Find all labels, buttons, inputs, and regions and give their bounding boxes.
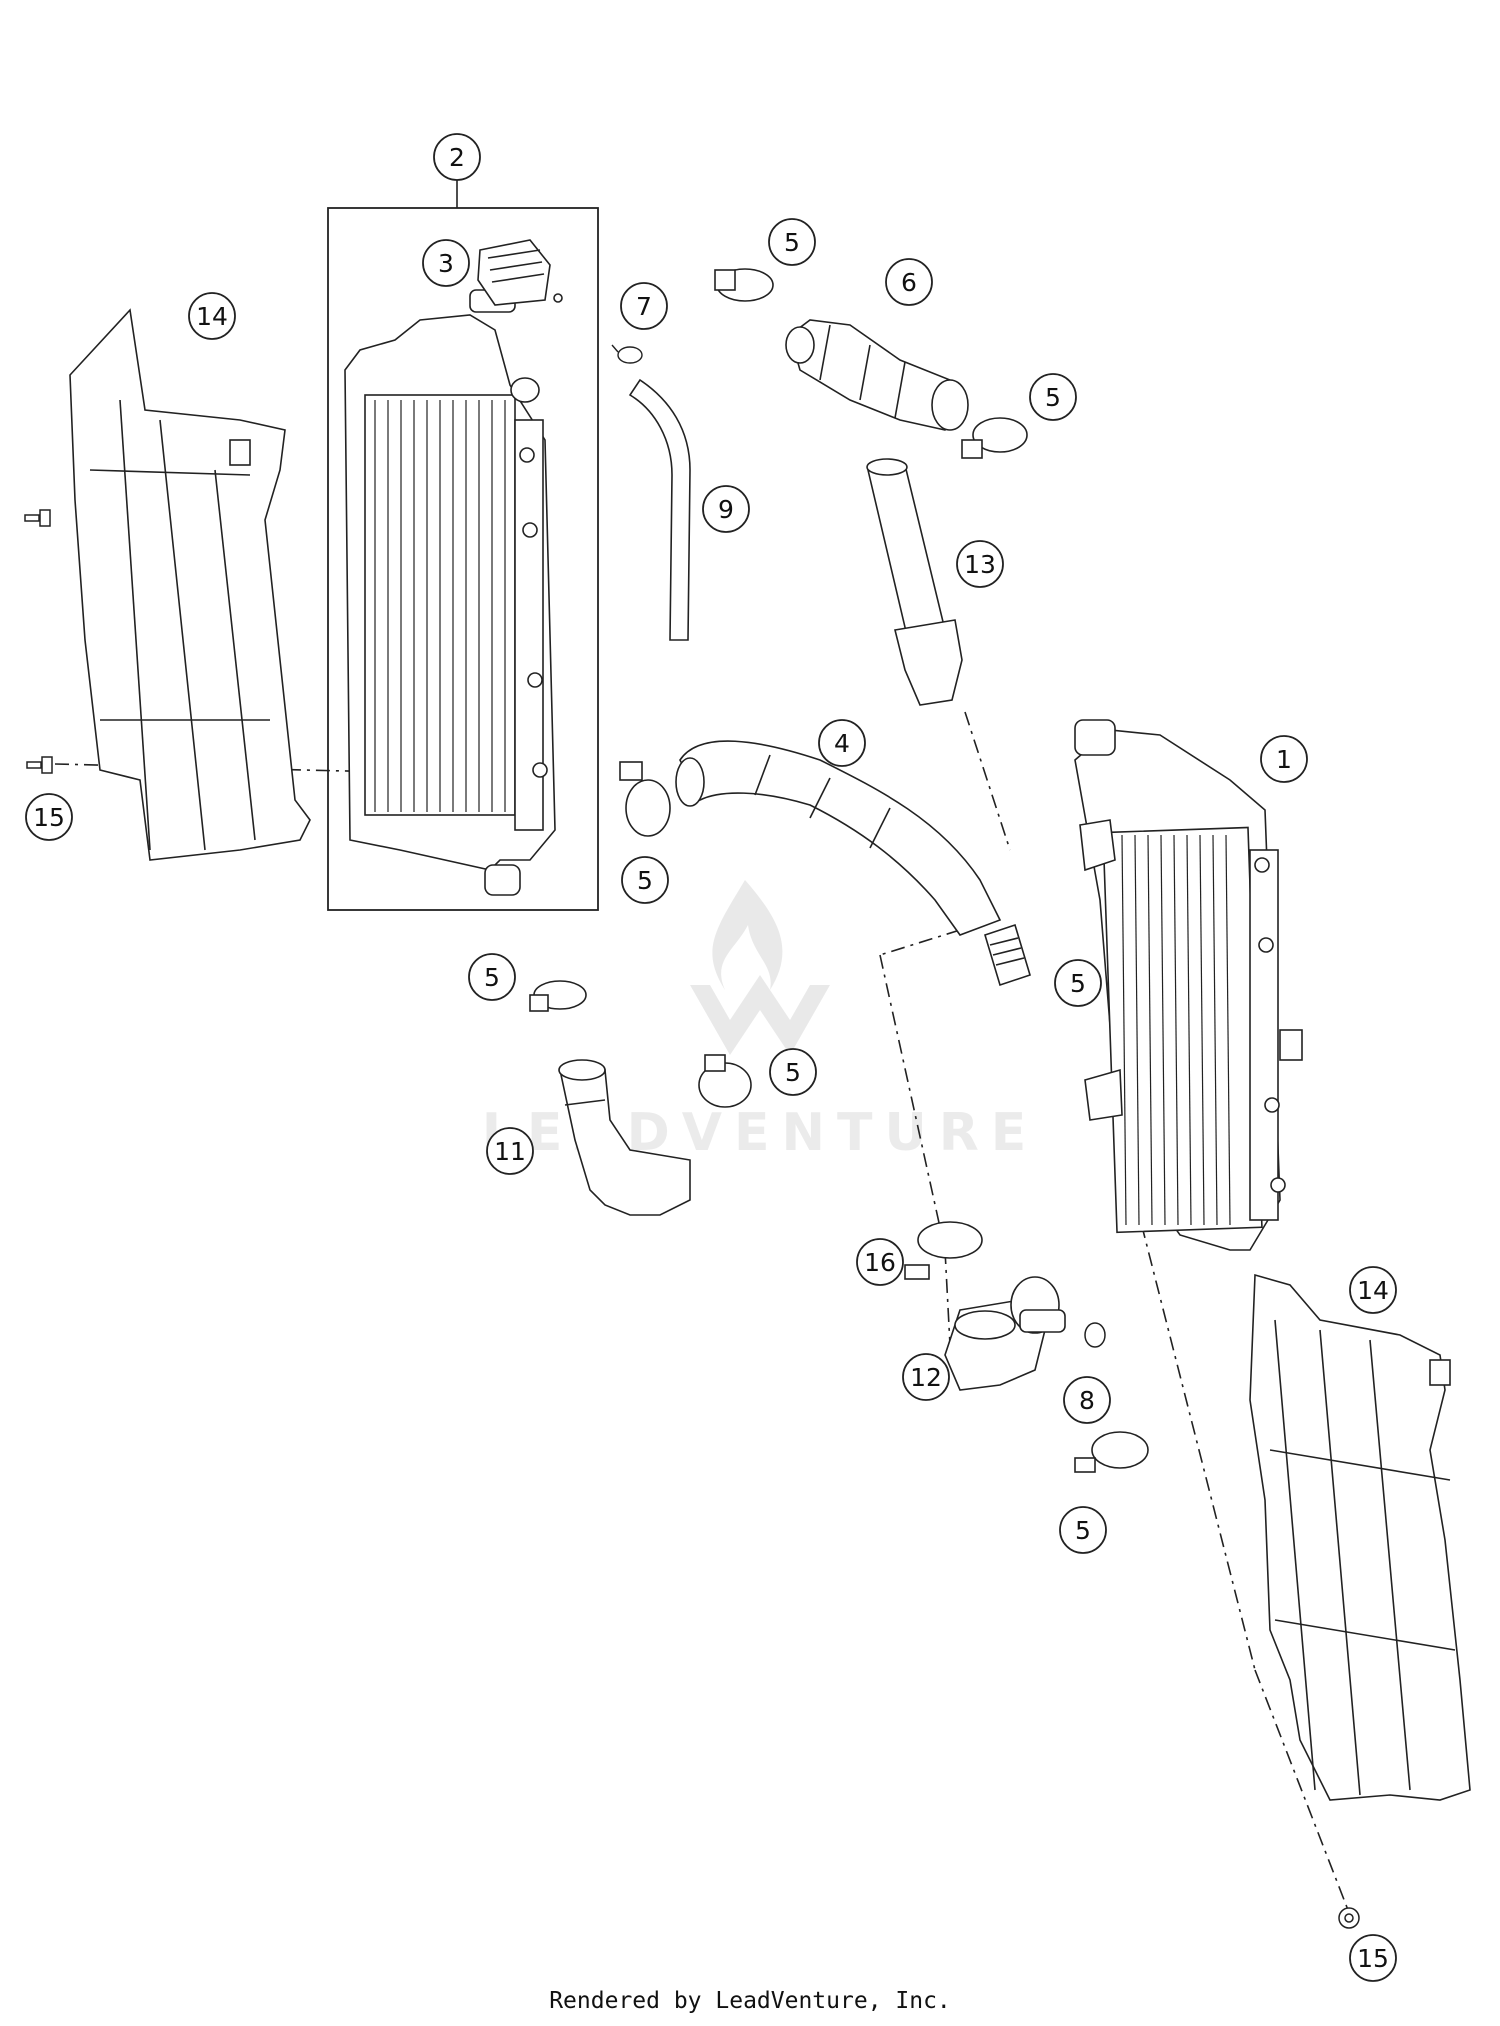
hose-clamp-6	[698, 1054, 752, 1108]
hose-clamp-1	[714, 268, 774, 302]
hose-clamp-3	[619, 761, 671, 837]
callout-13: 13	[956, 540, 1004, 588]
elbow-fitting	[944, 1276, 1066, 1391]
svg-text:16: 16	[864, 1248, 896, 1277]
svg-text:15: 15	[1357, 1944, 1389, 1973]
callout-5f: 5	[769, 1048, 817, 1096]
callout-5h: 5	[0, 0, 16, 6]
footer-credit: Rendered by LeadVenture, Inc.	[549, 1988, 951, 2014]
lower-hose	[558, 1059, 691, 1216]
radiator-left-group-box	[327, 207, 599, 911]
svg-text:3: 3	[438, 249, 454, 278]
callout-9: 9	[702, 485, 750, 533]
hose-clip	[611, 344, 643, 364]
callout-8: 8	[1063, 1376, 1111, 1424]
shroud-left	[69, 308, 311, 861]
svg-text:5: 5	[637, 866, 653, 895]
screw-left-upper	[24, 509, 51, 527]
hose-clamp-4	[984, 923, 1031, 987]
svg-text:8: 8	[1079, 1386, 1095, 1415]
radiator-cap	[477, 239, 563, 306]
upper-hose	[785, 319, 969, 431]
overflow-hose	[628, 378, 691, 641]
radiator-right	[1074, 719, 1303, 1251]
o-ring	[1084, 1322, 1106, 1348]
watermark-text: LEADVENTURE	[482, 1103, 1039, 1163]
callout-5d: 5	[1054, 959, 1102, 1007]
callout-3: 3	[422, 239, 470, 287]
svg-text:4: 4	[834, 729, 850, 758]
svg-text:6: 6	[901, 268, 917, 297]
callout-6: 6	[885, 258, 933, 306]
radiator-left	[344, 289, 556, 896]
nut-right	[1338, 1907, 1360, 1929]
svg-text:5: 5	[484, 963, 500, 992]
shroud-right	[1249, 1273, 1471, 1801]
svg-text:5: 5	[1070, 969, 1086, 998]
svg-text:14: 14	[1357, 1276, 1389, 1305]
callout-4: 4	[818, 719, 866, 767]
callout-15a: 15	[25, 793, 73, 841]
svg-text:9: 9	[718, 495, 734, 524]
callout-2: 2	[433, 133, 481, 181]
coolant-pipe	[866, 458, 963, 706]
svg-text:15: 15	[33, 803, 65, 832]
svg-text:5: 5	[1045, 383, 1061, 412]
callout-5e: 5	[468, 953, 516, 1001]
callout-14b: 14	[1349, 1266, 1397, 1314]
svg-text:5: 5	[1075, 1516, 1091, 1545]
svg-text:5: 5	[784, 228, 800, 257]
hose-clamp-5	[529, 980, 587, 1012]
svg-text:11: 11	[494, 1137, 526, 1166]
callout-15b: 15	[1349, 1934, 1397, 1982]
callout-11: 11	[486, 1127, 534, 1175]
svg-text:2: 2	[449, 143, 465, 172]
svg-text:12: 12	[910, 1363, 942, 1392]
callout-16: 16	[856, 1238, 904, 1286]
callout-5a: 5	[768, 218, 816, 266]
svg-text:1: 1	[1276, 745, 1292, 774]
svg-text:5: 5	[785, 1058, 801, 1087]
hose-clamp-2	[961, 417, 1028, 459]
callout-12: 12	[902, 1353, 950, 1401]
callout-5g: 5	[1059, 1506, 1107, 1554]
svg-text:13: 13	[964, 550, 996, 579]
hose-clamp-7	[1074, 1431, 1149, 1473]
svg-text:7: 7	[636, 292, 652, 321]
hose-clamp-16	[904, 1221, 983, 1280]
screw-left-lower	[26, 756, 53, 774]
svg-text:14: 14	[196, 302, 228, 331]
callout-7: 7	[620, 282, 668, 330]
radiator-hose	[675, 740, 1002, 936]
callout-1: 1	[1260, 735, 1308, 783]
callout-5c: 5	[621, 856, 669, 904]
callout-14a: 14	[188, 292, 236, 340]
callout-5b: 5	[1029, 373, 1077, 421]
